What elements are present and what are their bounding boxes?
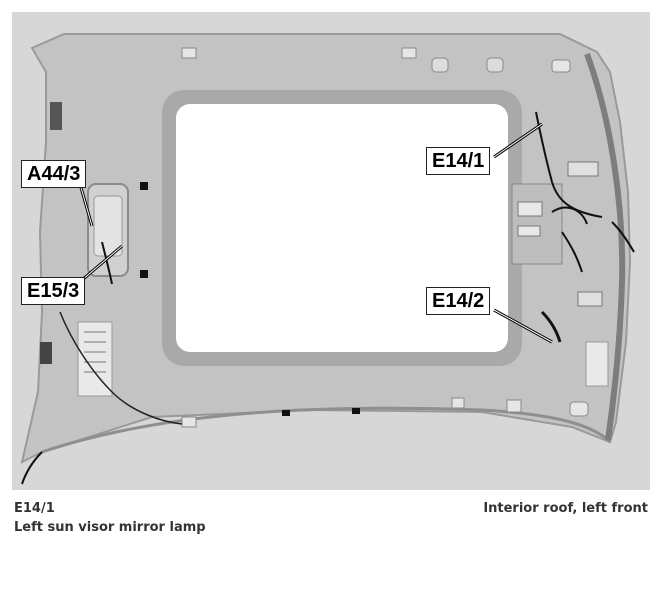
- overhead-module-connector: [517, 225, 541, 237]
- wiring-harness: [59, 311, 183, 425]
- clip: [50, 102, 62, 130]
- wiring-harness: [21, 451, 43, 485]
- clip: [551, 59, 571, 73]
- wiring-harness: [551, 206, 588, 225]
- clip: [401, 47, 417, 59]
- clip: [431, 57, 449, 73]
- leader-line-a44-3: [79, 183, 93, 227]
- clip: [181, 47, 197, 59]
- overhead-module: [511, 183, 563, 265]
- tape-marker: [140, 270, 148, 278]
- callout-e14-2: E14/2: [426, 287, 491, 315]
- callout-e14-1: E14/1: [426, 147, 491, 175]
- overhead-module-connector: [577, 291, 603, 307]
- headliner-right-rail: [584, 52, 626, 441]
- sunroof-opening: [176, 104, 508, 352]
- vanity-lamp-lens: [93, 195, 123, 257]
- wiring-harness: [540, 310, 562, 343]
- view-title: Interior roof, left front: [483, 501, 648, 516]
- overhead-module-connector: [517, 201, 543, 217]
- leader-line-e14-2: [493, 309, 553, 343]
- roof-liner-photo: [12, 12, 650, 490]
- leader-line-e14-1: [493, 123, 543, 158]
- callout-e15-3: E15/3: [21, 277, 86, 305]
- clip: [181, 416, 197, 428]
- clip: [486, 57, 504, 73]
- callout-a44-3: A44/3: [21, 160, 87, 188]
- wiring-harness: [561, 231, 583, 273]
- wiring-harness: [611, 221, 635, 253]
- clip: [506, 399, 522, 413]
- leader-line-e15-3: [81, 245, 123, 281]
- clip: [451, 397, 465, 409]
- wiring-harness: [101, 241, 113, 285]
- clip: [40, 342, 52, 364]
- wiring-harness: [535, 111, 603, 218]
- overhead-module-connector: [567, 161, 599, 177]
- warning-sticker: [77, 321, 113, 397]
- tape-marker: [140, 182, 148, 190]
- caption-component: E14/1 Left sun visor mirror lamp: [14, 499, 206, 537]
- tape-marker: [352, 408, 360, 414]
- tape-marker: [282, 410, 290, 416]
- warning-sticker: [585, 341, 609, 387]
- clip: [569, 401, 589, 417]
- headliner-front-edge: [41, 406, 612, 454]
- component-code: E14/1: [14, 501, 55, 516]
- component-name: Left sun visor mirror lamp: [14, 520, 206, 535]
